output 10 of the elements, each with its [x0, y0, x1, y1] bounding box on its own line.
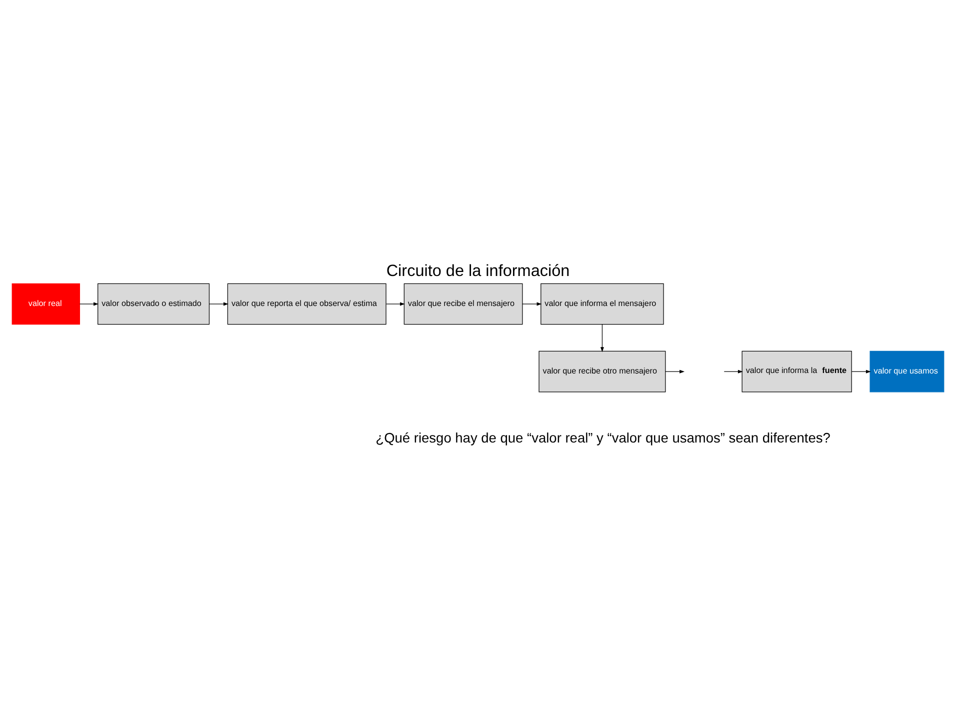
arrow	[522, 302, 542, 306]
arrow	[78, 302, 98, 306]
arrow	[208, 302, 228, 306]
arrow	[385, 302, 404, 306]
arrow	[850, 370, 870, 374]
arrow	[600, 324, 604, 352]
diagram-title: Circuito de la información	[386, 262, 570, 280]
arrow	[723, 370, 742, 374]
label: ¿Qué riesgo hay de que “valor real” y “valor que usamos” sean diferentes?	[375, 430, 830, 446]
arrow	[664, 370, 684, 374]
